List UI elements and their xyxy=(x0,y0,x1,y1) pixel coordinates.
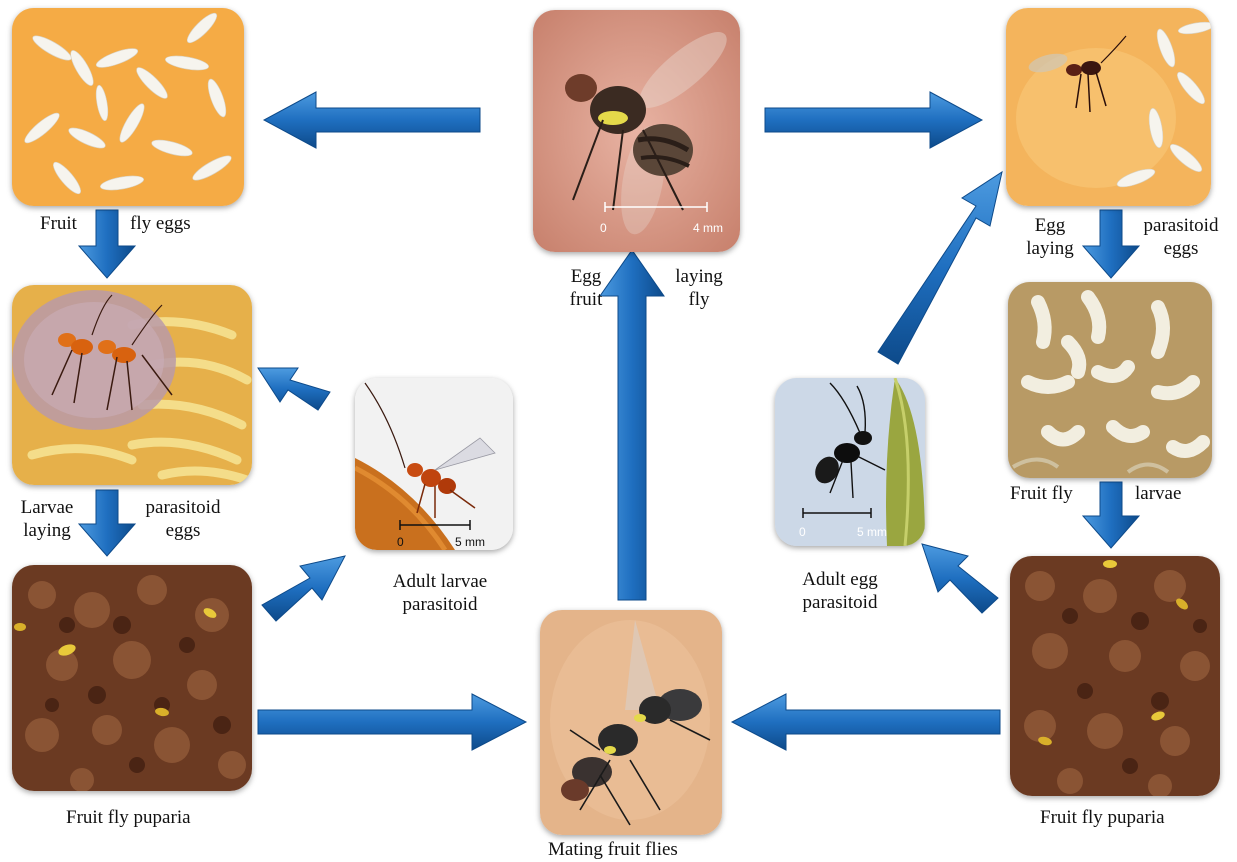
label-eggs-2: eggs xyxy=(128,519,238,542)
label-fruit-fly-puparia-right: Fruit fly puparia xyxy=(1040,806,1165,829)
egg-parasitoid-laying-image xyxy=(1006,8,1211,206)
arrow-larvae-to-puparia-right xyxy=(1083,482,1139,548)
label-fruit-fly-larvae-right: larvae xyxy=(1135,482,1181,505)
arrow-to-egg-laying-parasitoid xyxy=(765,92,982,148)
label-fly: fly xyxy=(664,288,734,311)
adult-egg-parasitoid-image: 0 5 mm xyxy=(775,378,925,546)
mating-fruit-flies-image xyxy=(540,610,722,835)
label-parasitoid-3: parasitoid xyxy=(370,593,510,616)
label-larvae: Larvae xyxy=(10,496,84,519)
adult-larvae-parasitoid-image: 0 5 mm xyxy=(355,378,513,550)
arrow-egg-parasitoid-to-parasitoid-eggs xyxy=(878,172,1002,364)
arrow-puparia-to-larvae-parasitoid xyxy=(262,556,345,621)
fruit-fly-puparia-right-image xyxy=(1010,556,1220,796)
scale-egg-parasitoid-start: 0 xyxy=(799,525,806,539)
label-parasitoid-eggs-col2: parasitoid eggs xyxy=(1126,214,1236,260)
label-egg: Egg xyxy=(556,265,616,288)
fruit-fly-eggs-image xyxy=(12,8,244,206)
label-egg-fruit-col1: Egg fruit xyxy=(556,265,616,311)
larvae-parasitoid-laying-image xyxy=(12,285,252,485)
label-larvae-laying-col1: Larvae laying xyxy=(10,496,84,542)
label-laying-3: laying xyxy=(10,519,84,542)
scale-fly-start: 0 xyxy=(600,221,607,235)
label-fruit-fly-eggs-left: Fruit xyxy=(40,212,77,235)
label-parasitoid-4: parasitoid xyxy=(770,591,910,614)
label-laying-fly-col2: laying fly xyxy=(664,265,734,311)
label-fruit: fruit xyxy=(556,288,616,311)
label-fruit-fly-eggs-right: fly eggs xyxy=(130,212,191,235)
scale-fly-end: 4 mm xyxy=(693,221,723,235)
label-laying: laying xyxy=(664,265,734,288)
fruit-fly-larvae-image xyxy=(1008,282,1212,478)
label-mating-fruit-flies: Mating fruit flies xyxy=(548,838,678,861)
egg-laying-fruit-fly-image: 0 4 mm xyxy=(533,10,740,252)
label-parasitoid: parasitoid xyxy=(1126,214,1236,237)
arrow-to-fruit-fly-eggs xyxy=(264,92,480,148)
label-fruit-fly-larvae-left: Fruit fly xyxy=(1010,482,1073,505)
label-egg-laying-col1: Egg laying xyxy=(1015,214,1085,260)
label-eggs: eggs xyxy=(1126,237,1236,260)
arrow-eggs-to-larvae xyxy=(79,210,135,278)
label-adult-egg-parasitoid: Adult egg parasitoid xyxy=(770,568,910,614)
arrow-puparia-to-egg-parasitoid xyxy=(922,544,998,613)
arrow-puparia-to-mating xyxy=(258,694,526,750)
label-egg-2: Egg xyxy=(1015,214,1085,237)
arrow-larvae-parasitoid-to-larvae xyxy=(258,368,330,410)
label-parasitoid-eggs-col2-left: parasitoid eggs xyxy=(128,496,238,542)
label-adult-larvae-parasitoid: Adult larvae parasitoid xyxy=(370,570,510,616)
scale-egg-parasitoid-end: 5 mm xyxy=(857,525,887,539)
scale-larvae-parasitoid-end: 5 mm xyxy=(455,535,485,549)
label-laying-2: laying xyxy=(1015,237,1085,260)
fruit-fly-puparia-left-image xyxy=(12,565,252,791)
label-fruit-fly-puparia-left: Fruit fly puparia xyxy=(66,806,191,829)
label-parasitoid-2: parasitoid xyxy=(128,496,238,519)
arrow-larvae-to-puparia xyxy=(79,490,135,556)
label-adult-larvae: Adult larvae xyxy=(370,570,510,593)
scale-larvae-parasitoid-start: 0 xyxy=(397,535,404,549)
label-adult-egg: Adult egg xyxy=(770,568,910,591)
arrow-puparia-right-to-mating xyxy=(732,694,1000,750)
